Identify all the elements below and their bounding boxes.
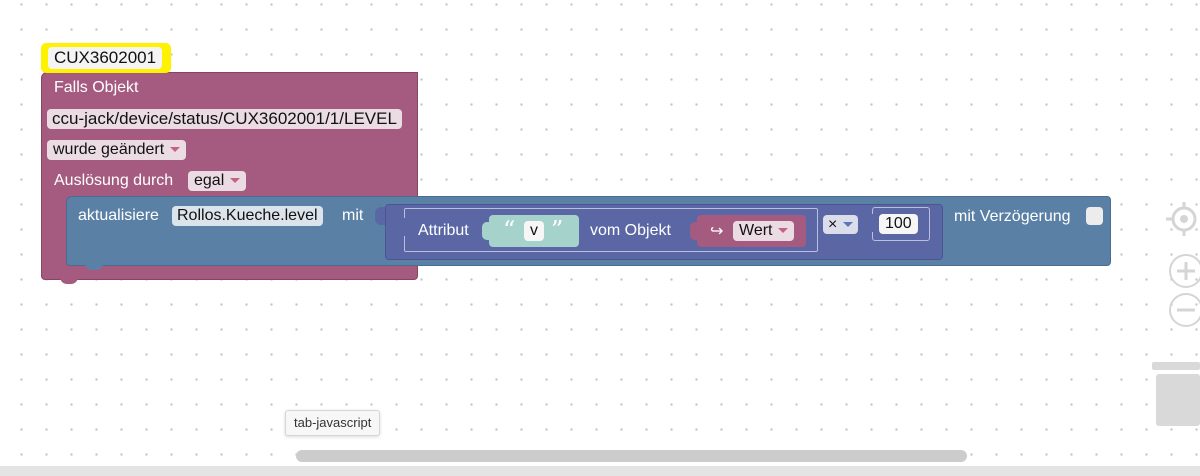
trash-icon[interactable] [1152,360,1200,432]
attribute-text-field[interactable]: v [524,221,544,241]
from-object-label: vom Objekt [590,222,671,239]
number-field[interactable]: 100 [879,214,918,234]
zoom-in-icon[interactable] [1166,252,1200,290]
value-variable-dropdown[interactable]: Wert [733,221,795,241]
quote-open-icon: “ [503,216,516,244]
recenter-icon[interactable] [1166,202,1200,236]
update-with-label: mit [342,207,364,224]
value-socket [375,207,387,225]
zoom-out-icon[interactable] [1166,291,1200,329]
trigger-ack-dropdown[interactable]: egal [188,171,247,191]
delay-checkbox[interactable] [1086,207,1103,225]
chevron-down-icon [778,228,789,234]
horizontal-scrollbar-thumb[interactable] [296,450,967,462]
trigger-ack-label: Auslösung durch [54,172,174,189]
trigger-ack-value: egal [194,172,225,189]
trigger-title: Falls Objekt [54,79,139,96]
tooltip-text: tab-javascript [294,415,372,430]
comment-label[interactable]: CUX3602001 [48,47,163,69]
bottom-border [0,466,1200,476]
chevron-down-icon [170,147,181,153]
chevron-down-icon [230,178,241,184]
delay-label: mit Verzögerung [954,208,1071,225]
value-variable-label: Wert [739,222,773,239]
tooltip: tab-javascript [285,410,381,436]
trigger-object-id-field[interactable]: ccu-jack/device/status/CUX3602001/1/LEVE… [47,109,402,129]
chevron-down-icon [843,222,854,228]
attribute-socket [396,218,406,236]
update-target-field[interactable]: Rollos.Kueche.level [172,206,323,226]
update-block-notch [85,260,103,270]
text-block-socket [482,222,492,240]
trigger-condition-dropdown[interactable]: wurde geändert [47,140,187,160]
operator-label: × [828,216,838,233]
value-variable-socket [690,222,700,240]
number-socket [866,214,876,232]
operator-dropdown[interactable]: × [823,215,859,234]
return-arrow-icon: ↪ [710,223,724,240]
quote-close-icon: ” [551,216,564,244]
update-label: aktualisiere [78,207,159,224]
trigger-condition-label: wurde geändert [53,141,165,158]
event-block-notch [60,270,78,284]
attribute-label: Attribut [418,222,469,239]
